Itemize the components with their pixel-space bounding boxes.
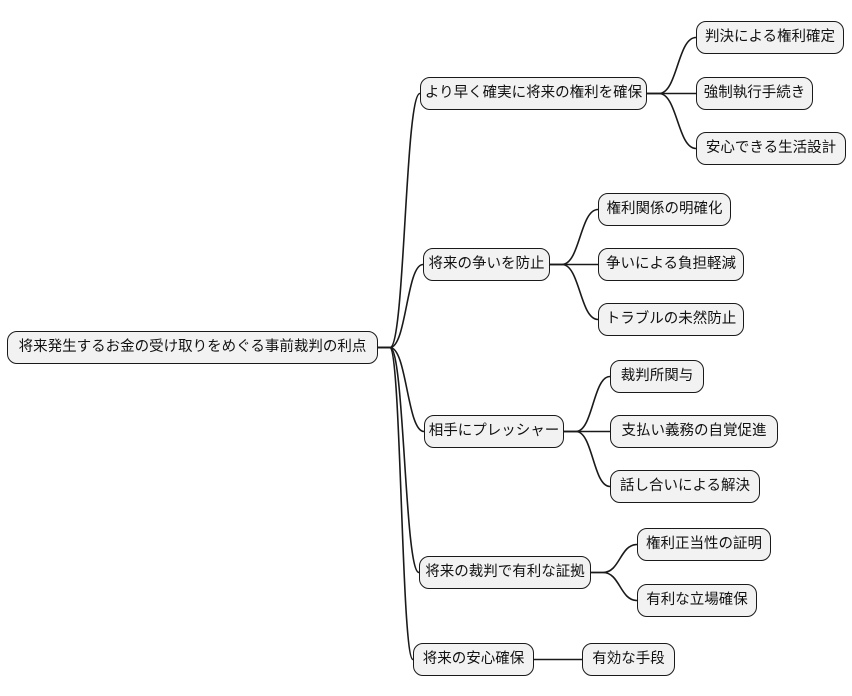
mindmap-node-b1l3: 安心できる生活設計 (696, 132, 846, 165)
mindmap-node-label-b3l1: 裁判所関与 (620, 368, 694, 385)
mindmap-node-b5l1: 有効な手段 (582, 643, 675, 676)
edge-b2-b2l1 (549, 208, 599, 266)
edge-root-b5 (377, 346, 414, 661)
mindmap-node-b3l1: 裁判所関与 (610, 360, 704, 393)
mindmap-node-label-root: 将来発生するお金の受け取りをめぐる事前裁判の利点 (18, 339, 367, 356)
mindmap-node-label-b4: 将来の裁判で有利な証拠 (425, 564, 585, 581)
mindmap-node-label-b2: 将来の争いを防止 (428, 256, 545, 273)
mindmap-node-b3: 相手にプレッシャー (424, 415, 564, 448)
mindmap-node-b2l2: 争いによる負担軽減 (598, 248, 744, 281)
mindmap-node-root: 将来発生するお金の受け取りをめぐる事前裁判の利点 (7, 331, 378, 364)
mindmap-node-b4l2: 有利な立場確保 (637, 584, 757, 617)
mindmap-node-label-b2l2: 争いによる負担軽減 (605, 256, 737, 273)
mindmap-node-b2: 将来の争いを防止 (423, 248, 550, 281)
mindmap-node-b4l1: 権利正当性の証明 (637, 528, 771, 561)
mindmap-node-b5: 将来の安心確保 (413, 643, 534, 676)
edge-b4-b4l2 (590, 571, 638, 602)
edge-root-b2 (377, 263, 424, 349)
edge-b1-b1l3 (646, 92, 697, 150)
mindmap-node-b3l2: 支払い義務の自覚促進 (610, 415, 778, 448)
mindmap-node-label-b5l1: 有効な手段 (592, 651, 665, 668)
edge-b1-b1l1 (646, 36, 697, 95)
edge-b3-b3l3 (563, 430, 611, 488)
mindmap-node-label-b2l3: トラブルの未然防止 (605, 311, 737, 328)
mindmap-node-b2l1: 権利関係の明確化 (598, 193, 731, 226)
mindmap-node-label-b3l2: 支払い義務の自覚促進 (621, 423, 767, 440)
mindmap-node-label-b5: 将来の安心確保 (422, 651, 525, 668)
mindmap-node-label-b1l1: 判決による権利確定 (704, 29, 836, 46)
mindmap-node-label-b2l1: 権利関係の明確化 (606, 201, 723, 218)
mindmap-node-b2l3: トラブルの未然防止 (598, 303, 744, 336)
edge-b4-b4l1 (590, 543, 638, 574)
mindmap-node-b1: より早く確実に将来の権利を確保 (420, 77, 647, 110)
edge-b3-b3l1 (563, 375, 611, 433)
mindmap-node-b3l3: 話し合いによる解決 (610, 470, 760, 503)
mindmap-node-label-b4l2: 有利な立場確保 (646, 592, 748, 609)
edge-root-b4 (377, 346, 420, 574)
mindmap-node-label-b3: 相手にプレッシャー (428, 423, 560, 440)
edge-root-b1 (377, 92, 421, 349)
mindmap-node-label-b1l2: 強制執行手続き (703, 85, 806, 102)
mindmap-node-b4: 将来の裁判で有利な証拠 (419, 556, 591, 589)
edge-b2-b2l3 (549, 263, 599, 321)
mindmap-node-b1l1: 判決による権利確定 (696, 21, 844, 54)
mindmap-node-label-b3l3: 話し合いによる解決 (619, 478, 751, 495)
mindmap-node-label-b1l3: 安心できる生活設計 (705, 140, 837, 157)
mindmap-node-label-b4l1: 権利正当性の証明 (646, 536, 762, 553)
mindmap-node-label-b1: より早く確実に将来の権利を確保 (424, 85, 643, 102)
mindmap-node-b1l2: 強制執行手続き (696, 77, 813, 110)
